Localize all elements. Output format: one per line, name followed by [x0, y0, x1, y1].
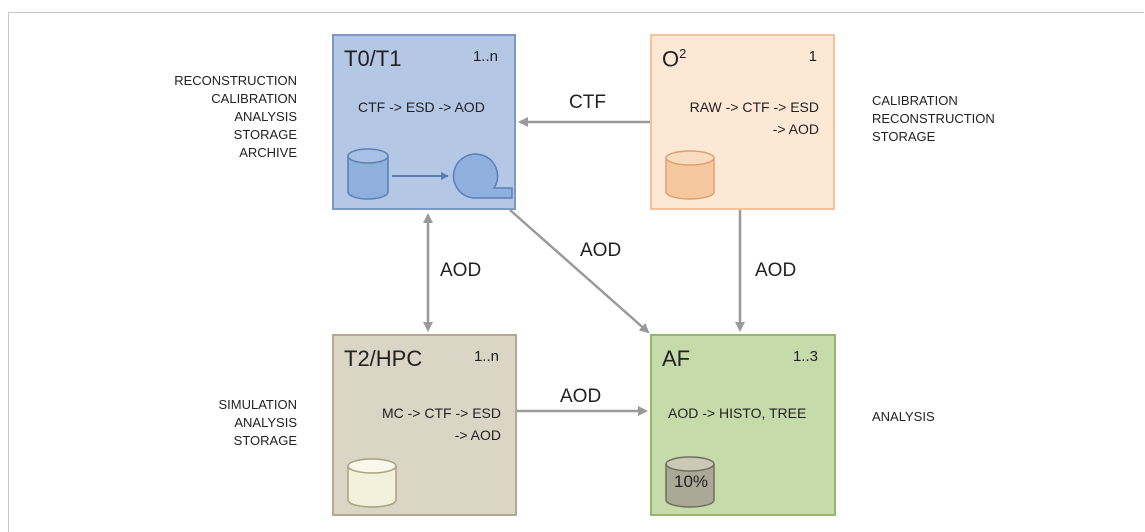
roles-af: ANALYSIS — [872, 409, 935, 424]
node-o2: O2 1 RAW -> CTF -> ESD -> AOD — [650, 34, 835, 210]
node-count: 1..n — [473, 348, 499, 365]
edge-label-aod-t2-af: AOD — [560, 386, 602, 407]
node-flow: MC -> CTF -> ESD -> AOD — [382, 402, 501, 446]
edge-t0-to-af — [509, 209, 650, 334]
t0-icons — [347, 148, 513, 200]
flow-line: -> AOD — [772, 121, 819, 137]
edge-label-ctf: CTF — [569, 92, 606, 113]
node-title: O2 — [662, 46, 687, 72]
roles-o2: CALIBRATION RECONSTRUCTION STORAGE — [872, 93, 995, 144]
flow-line: MC -> CTF -> ESD — [381, 405, 501, 421]
node-t0-t1: T0/T1 1..n CTF -> ESD -> AOD — [332, 34, 516, 210]
database-icon — [665, 456, 715, 508]
roles-t0: RECONSTRUCTION CALIBRATION ANALYSIS STOR… — [174, 73, 297, 160]
edge-label-aod-t0-t2: AOD — [440, 260, 482, 281]
flow-line: CTF -> ESD -> AOD — [358, 99, 485, 115]
database-icon — [665, 150, 715, 200]
roles-t2: SIMULATION ANALYSIS STORAGE — [218, 397, 298, 448]
flow-line: AOD -> HISTO, TREE — [668, 405, 807, 421]
edge-label-aod-t0-af: AOD — [580, 240, 622, 261]
edge-label-aod-o2-af: AOD — [755, 260, 797, 281]
node-flow: AOD -> HISTO, TREE — [668, 402, 806, 424]
node-title: AF — [662, 346, 691, 371]
flow-line: RAW -> CTF -> ESD — [689, 99, 819, 115]
archive-tape-icon — [452, 153, 513, 199]
node-count: 1..n — [472, 48, 498, 65]
flow-line: -> AOD — [454, 427, 501, 443]
node-count: 1..3 — [792, 348, 818, 365]
node-t2-hpc: T2/HPC 1..n MC -> CTF -> ESD -> AOD — [332, 334, 517, 516]
node-af: AF 1..3 AOD -> HISTO, TREE 10% — [650, 334, 836, 516]
disk-usage-label: 10% — [674, 472, 709, 491]
database-icon — [347, 458, 397, 508]
database-icon — [347, 148, 389, 200]
edges-layer — [423, 117, 745, 416]
node-title: T0/T1 — [344, 46, 402, 71]
node-title: T2/HPC — [344, 346, 423, 371]
node-count: 1 — [808, 48, 817, 65]
node-flow: CTF -> ESD -> AOD — [358, 96, 485, 118]
node-flow: RAW -> CTF -> ESD -> AOD — [690, 96, 819, 140]
diagram-frame — [8, 12, 1144, 532]
